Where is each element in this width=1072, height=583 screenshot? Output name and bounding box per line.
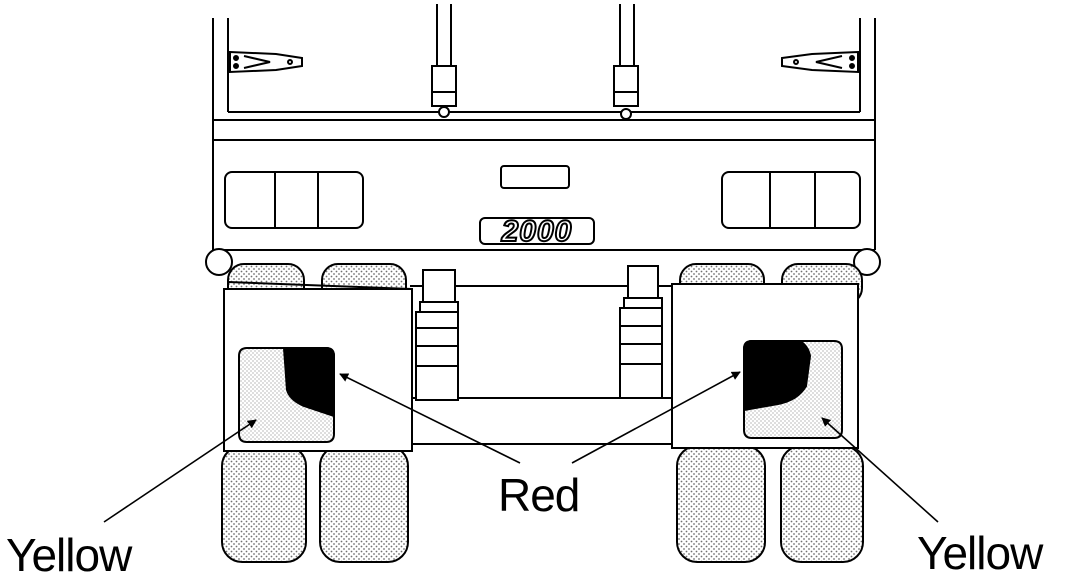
rear-sill	[212, 119, 876, 141]
reflector-left-red	[282, 347, 335, 418]
door-lock-rod-left	[431, 4, 457, 118]
label-yellow-left: Yellow	[6, 529, 132, 581]
number-plate-text: 2000	[501, 215, 573, 248]
side-marker-lamp-left	[205, 248, 233, 276]
number-plate-lamp	[500, 165, 570, 189]
tyre	[780, 445, 864, 563]
door-hinge-left	[229, 50, 303, 74]
rear-lamp-cluster-left	[224, 171, 364, 229]
suspension-unit-right	[619, 265, 663, 399]
tyre	[319, 445, 409, 563]
tyre	[676, 445, 766, 563]
reflector-right-red	[743, 340, 812, 412]
label-red: Red	[498, 469, 580, 521]
door-lock-rod-right	[613, 4, 639, 120]
label-yellow-right: Yellow	[917, 527, 1043, 579]
rear-lamp-cluster-right	[721, 171, 861, 229]
leader-yellow-right	[821, 417, 939, 523]
leader-red-left	[339, 373, 521, 464]
door-hinge-right	[781, 50, 859, 74]
number-plate: 2000	[479, 214, 595, 249]
bumper-panel	[212, 140, 876, 251]
rear-doors	[212, 18, 876, 120]
tyre	[221, 445, 307, 563]
leader-yellow-left	[103, 419, 257, 523]
leader-red-right	[571, 371, 741, 464]
suspension-unit-left	[415, 269, 459, 401]
side-marker-lamp-right	[853, 248, 881, 276]
